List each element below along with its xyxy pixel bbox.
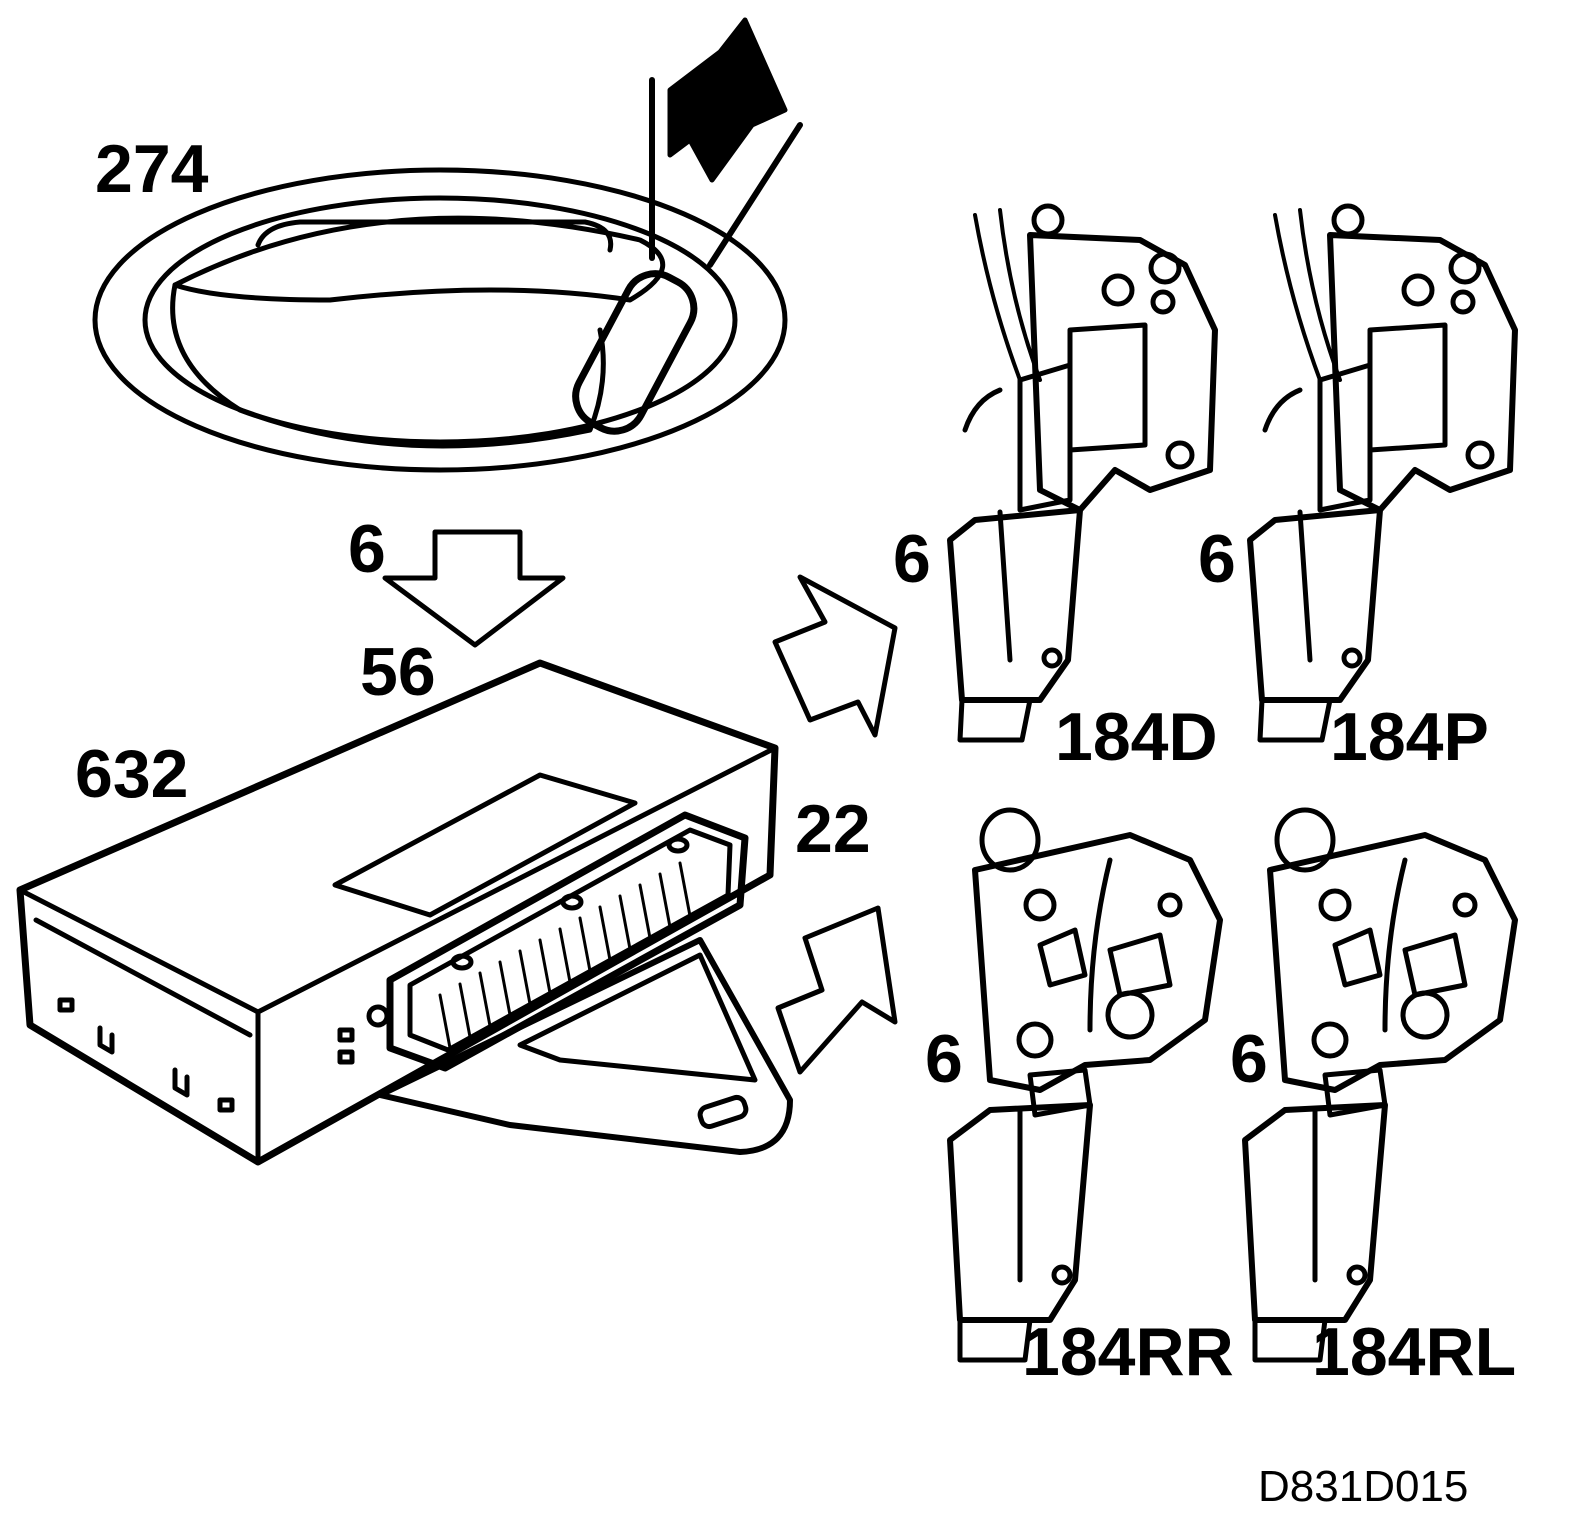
label-rear-left: 184RL xyxy=(1312,1314,1517,1390)
arrow-to-rear-locks xyxy=(775,905,898,1075)
lock-actuator-rear-right xyxy=(947,807,1223,1363)
label-handle: 274 xyxy=(95,131,209,207)
figure-reference: D831D015 xyxy=(1258,1462,1469,1511)
label-wire-count-in: 6 xyxy=(348,511,386,587)
label-connector-in: 56 xyxy=(360,634,436,710)
arrow-to-front-locks xyxy=(772,574,898,738)
lock-actuator-rear-left xyxy=(1242,807,1518,1363)
label-connector-out: 22 xyxy=(795,791,871,867)
label-front-passenger-wires: 6 xyxy=(1198,521,1236,597)
down-arrow xyxy=(382,529,566,648)
label-control-module: 632 xyxy=(75,736,189,812)
lock-actuator-front-passenger xyxy=(1247,203,1518,743)
lock-actuator-front-driver xyxy=(947,203,1218,743)
label-rear-left-wires: 6 xyxy=(1230,1021,1268,1097)
label-front-driver-wires: 6 xyxy=(893,521,931,597)
control-module-illustration xyxy=(16,659,793,1166)
label-rear-right: 184RR xyxy=(1022,1314,1234,1390)
label-rear-right-wires: 6 xyxy=(925,1021,963,1097)
label-front-passenger: 184P xyxy=(1330,699,1489,775)
door-handle-illustration xyxy=(92,17,803,473)
label-front-driver: 184D xyxy=(1055,699,1218,775)
